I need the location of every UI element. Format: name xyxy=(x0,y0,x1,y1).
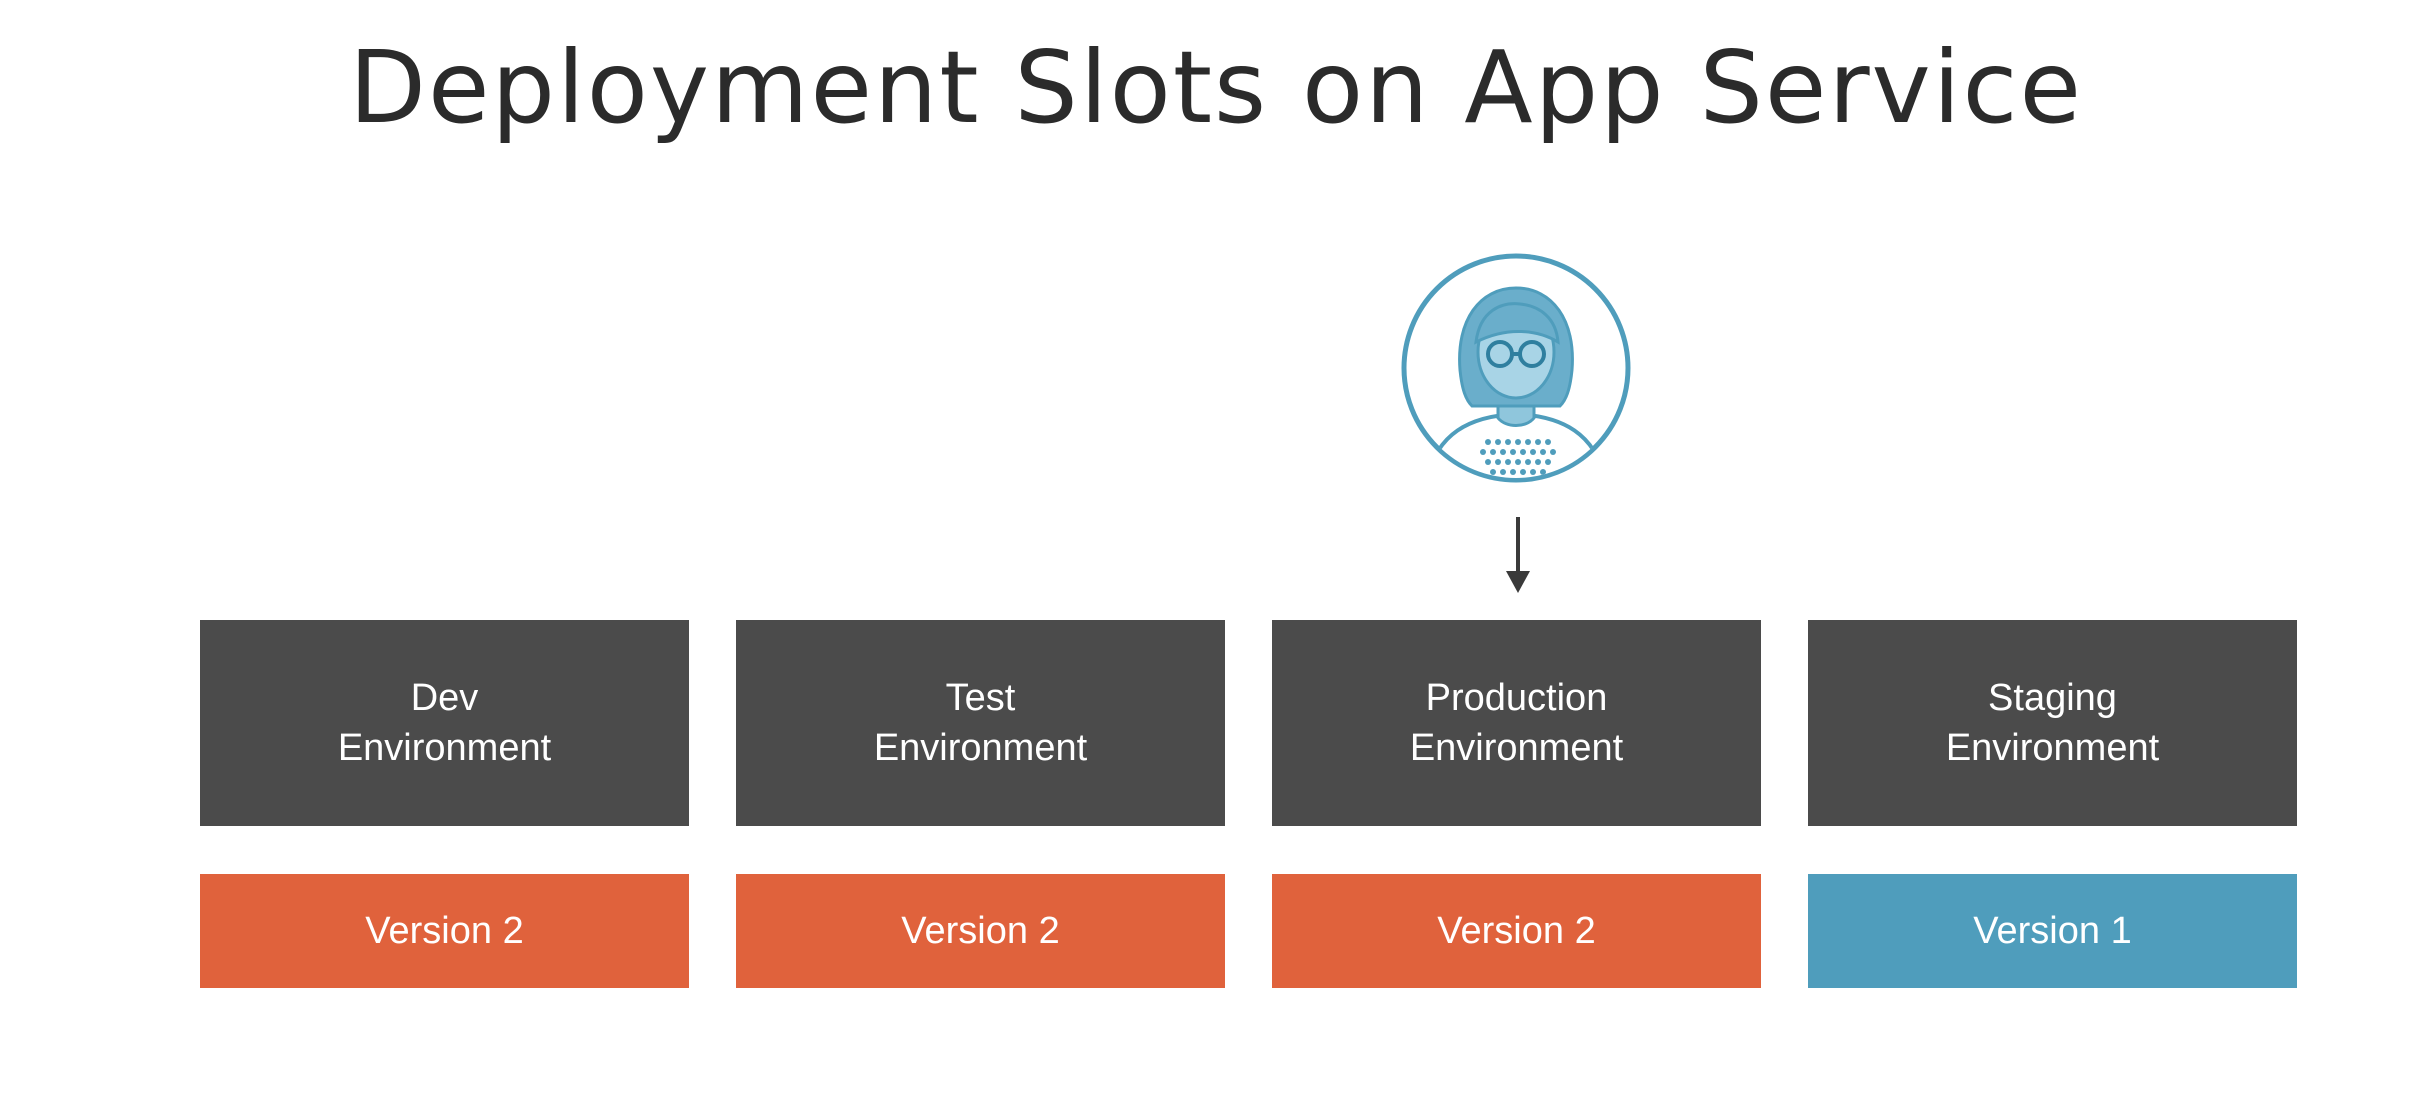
env-box-test: Test Environment xyxy=(736,620,1225,826)
env-suffix: Environment xyxy=(337,727,552,769)
version-label: Version 2 xyxy=(901,909,1060,952)
env-box-dev: Dev Environment xyxy=(200,620,689,826)
user-avatar-icon xyxy=(1401,253,1631,483)
env-suffix: Environment xyxy=(1409,727,1624,769)
version-label: Version 1 xyxy=(1973,909,2132,952)
version-label: Version 2 xyxy=(1437,909,1596,952)
env-name: Production xyxy=(1425,677,1608,719)
env-name: Staging xyxy=(1988,677,2117,719)
version-box-test: Version 2 xyxy=(736,874,1225,988)
version-box-staging: Version 1 xyxy=(1808,874,2297,988)
version-label: Version 2 xyxy=(365,909,524,952)
version-box-production: Version 2 xyxy=(1272,874,1761,988)
env-suffix: Environment xyxy=(1945,727,2160,769)
env-box-production: Production Environment xyxy=(1272,620,1761,826)
env-suffix: Environment xyxy=(873,727,1088,769)
version-box-dev: Version 2 xyxy=(200,874,689,988)
env-name: Test xyxy=(945,677,1016,719)
env-name: Dev xyxy=(410,677,479,719)
page-title: Deployment Slots on App Service xyxy=(348,29,2084,146)
down-arrow-icon xyxy=(1506,517,1530,593)
env-box-staging: Staging Environment xyxy=(1808,620,2297,826)
